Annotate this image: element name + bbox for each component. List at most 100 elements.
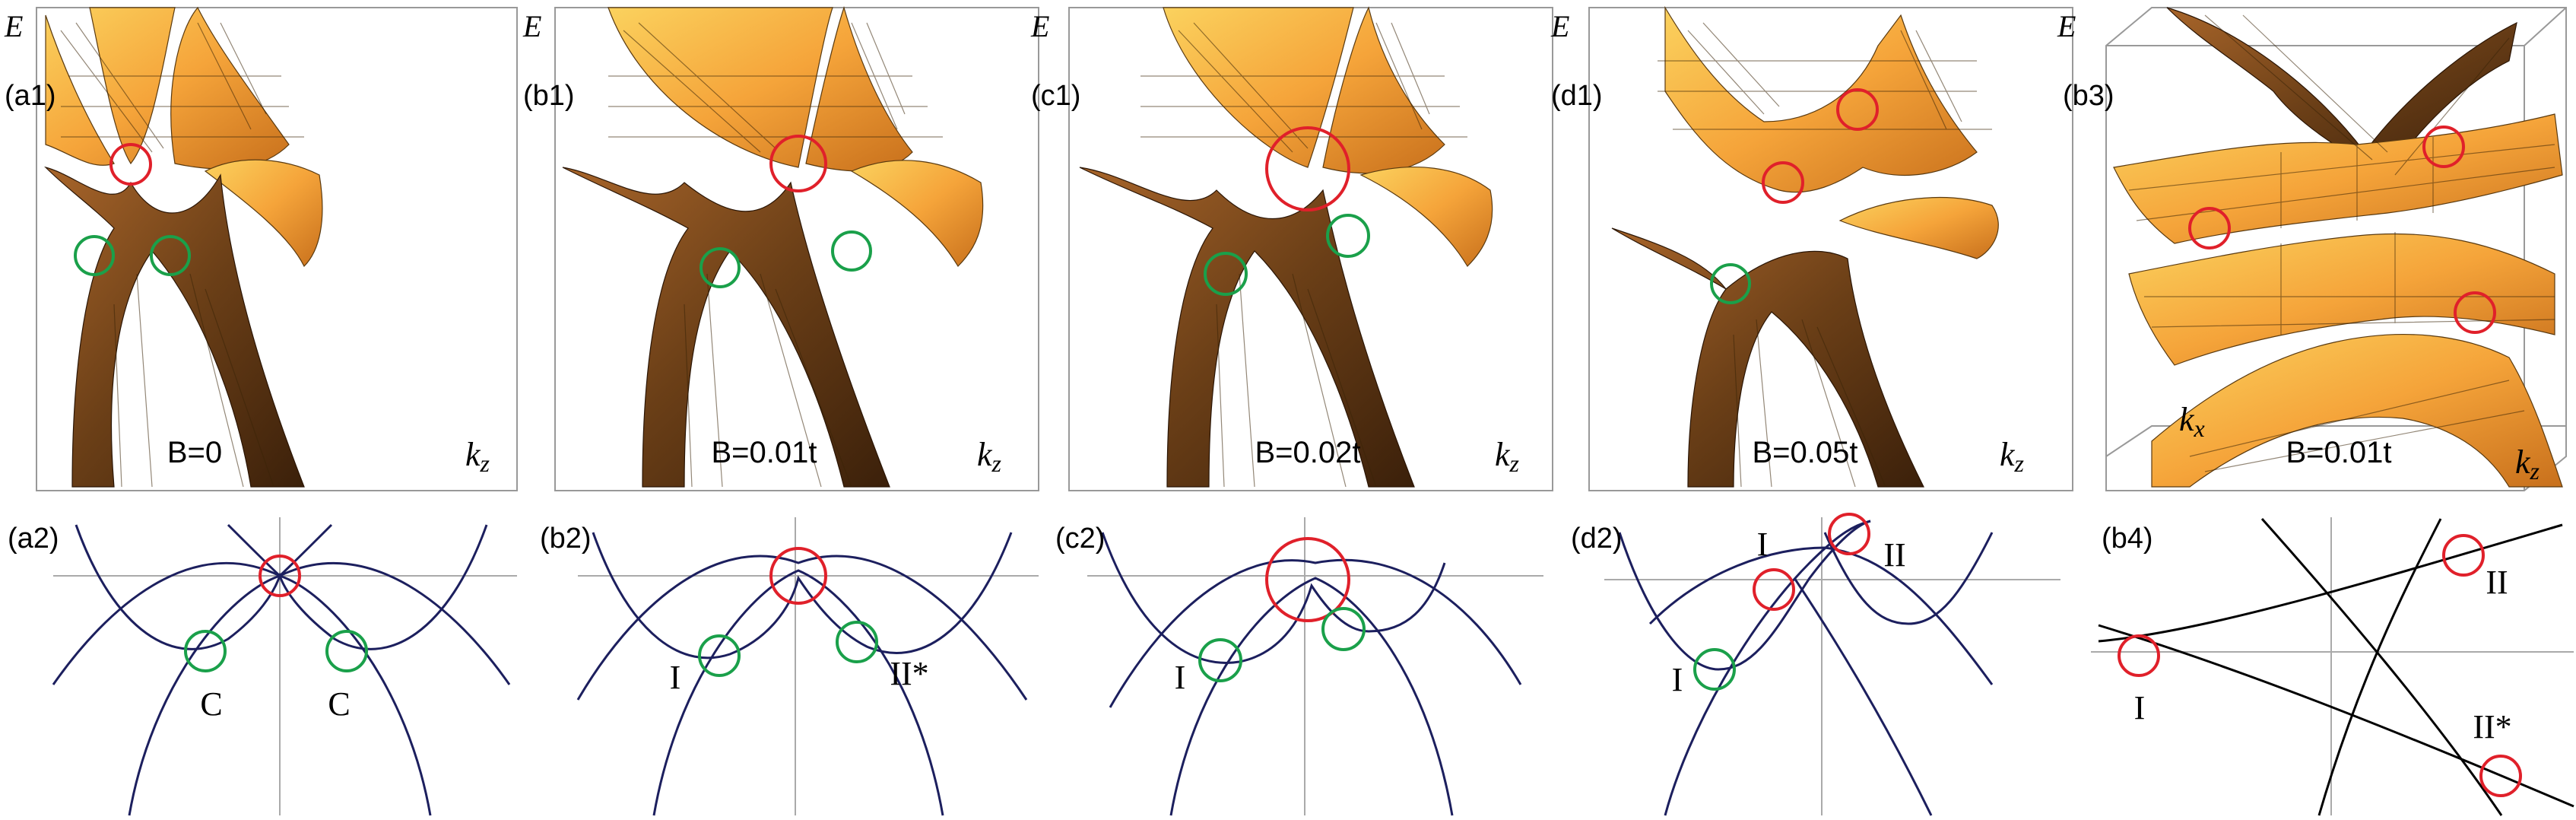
ring-red [2422, 126, 2465, 168]
axis-kx-label: kx [2179, 401, 2205, 442]
axis-e-label: E [4, 9, 23, 43]
panel-b3: E (b3) B=0.01t kx kz [2057, 7, 2567, 491]
ring-red [1762, 161, 1804, 204]
panel-tag: (d2) [1571, 523, 1623, 555]
band-line [2098, 523, 2563, 643]
band-curve [592, 532, 1013, 659]
panel-tag: (b3) [2063, 80, 2114, 112]
ring-red [2188, 207, 2231, 249]
panel-tag: (a2) [8, 523, 59, 555]
panel-c2: (c2) I [1055, 517, 1543, 816]
upper-side-surface [1838, 197, 1999, 259]
panel-b1: E (b1) B=0.01t kz [522, 5, 1039, 491]
panel-d1: E (d1) B=0.05t kz [1550, 5, 2073, 491]
mesh-lines [608, 22, 943, 488]
upper-band-surface [608, 5, 913, 172]
mesh-lines [1140, 22, 1467, 488]
panel-a1: E (a1) B=0 kz [4, 6, 518, 491]
lower-band-surface [1079, 167, 1415, 488]
ring-red [1828, 513, 1870, 555]
axis-k-label: kz [2515, 443, 2540, 485]
band-curve [576, 555, 1028, 701]
lower-band-surface [562, 167, 890, 488]
panel-frame [36, 7, 518, 491]
lower-saddle-surface [2151, 334, 2563, 488]
ring-red [769, 547, 827, 605]
band-line [2098, 624, 2574, 808]
ring-red [769, 135, 827, 192]
upper-side-surface [850, 160, 984, 267]
lower-middle-surface [2128, 233, 2555, 366]
ring-green [150, 235, 191, 276]
field-label: B=0.01t [2286, 436, 2391, 469]
ring-red [2479, 755, 2522, 797]
axis-k-label: kz [977, 436, 1002, 477]
panel-a2: (a2) C C [8, 517, 517, 816]
middle-surface [2113, 113, 2563, 244]
band-curve [227, 523, 333, 578]
band-curve [1109, 558, 1522, 708]
panel-b2: (b2) I II* [540, 517, 1039, 816]
ring-red [1265, 126, 1350, 211]
panel-tag: (a1) [5, 80, 56, 112]
panel-tag: (b1) [523, 80, 575, 112]
lower-band-surface [1611, 227, 1924, 488]
band-curve [1664, 520, 1871, 816]
ring-green [325, 630, 368, 672]
band-curve [75, 524, 488, 650]
panel-tag: (b2) [540, 523, 592, 555]
ring-red [1265, 537, 1350, 622]
ring-green [1693, 648, 1736, 691]
upper-band-surface [1664, 5, 1978, 193]
crossing-label: I [670, 659, 681, 696]
ring-red [2118, 634, 2160, 677]
upper-saddle-surface [2166, 7, 2517, 176]
band-curve [652, 569, 944, 816]
crossing-label: I [1672, 661, 1683, 698]
band-curve [1101, 532, 1446, 664]
crossing-label: II* [890, 655, 928, 692]
mesh-lines [60, 22, 304, 488]
ring-green [1326, 214, 1370, 258]
ring-green [698, 634, 741, 677]
band-curve [1169, 577, 1454, 816]
panel-tag: (c2) [1055, 523, 1105, 555]
panel-c1: E (c1) B=0.02t kz [1030, 6, 1553, 491]
ring-green [700, 247, 741, 288]
crossing-label: I [2134, 689, 2146, 726]
panel-tag: (b4) [2102, 523, 2153, 555]
upper-side-surface [204, 159, 323, 268]
ring-red [1753, 568, 1795, 611]
ring-red [2442, 534, 2485, 577]
band-curve [1793, 577, 1933, 816]
crossing-label: I [1757, 526, 1769, 563]
ring-green [1710, 263, 1751, 304]
mesh-lines [2128, 14, 2555, 472]
ring-red [109, 143, 152, 186]
field-label: B=0.05t [1752, 436, 1857, 469]
panel-tag: (c1) [1031, 80, 1080, 112]
panel-frame [1588, 7, 2073, 491]
box-frame [2105, 7, 2567, 491]
ring-green [1198, 638, 1242, 682]
ring-green [831, 230, 872, 272]
field-label: B=0 [167, 436, 222, 469]
panel-d2: (d2) I II I [1571, 513, 2060, 816]
ring-red [1836, 88, 1879, 131]
crossing-label: II* [2473, 708, 2511, 745]
crossing-label: C [200, 685, 222, 723]
axis-e-label: E [1550, 9, 1569, 43]
mesh-lines [1658, 22, 1992, 488]
ring-red [259, 555, 301, 597]
field-label: B=0.02t [1255, 436, 1360, 469]
crossing-label: I [1175, 659, 1186, 696]
axis-k-label: kz [465, 436, 490, 477]
ring-green [836, 621, 878, 663]
upper-side-surface [1359, 166, 1493, 267]
crossing-label: C [328, 685, 350, 723]
axis-k-label: kz [2000, 436, 2025, 477]
band-line [2260, 518, 2503, 816]
crossing-label: II [2486, 564, 2508, 601]
ring-green [74, 235, 115, 276]
